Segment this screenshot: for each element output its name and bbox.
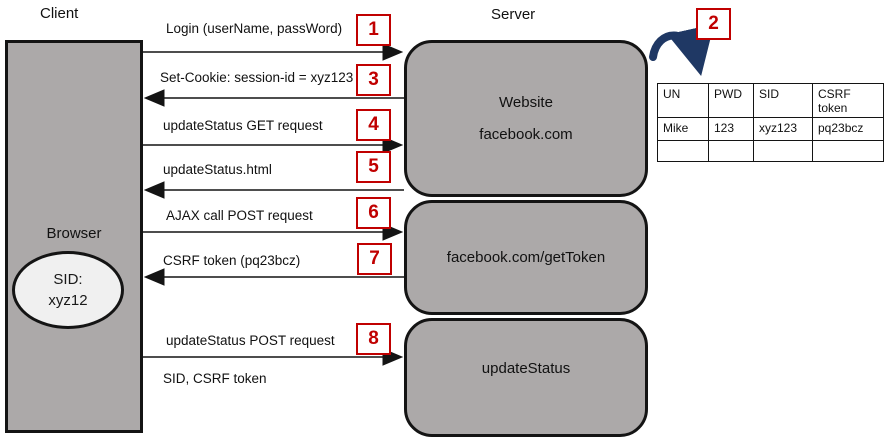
step-badge-2: 2 xyxy=(696,8,731,40)
cell-empty xyxy=(657,140,709,162)
message-label-post-request: updateStatus POST request xyxy=(166,333,335,348)
credentials-table: UN PWD SID CSRF token Mike 123 xyz123 pq… xyxy=(657,83,884,162)
website-box-domain: facebook.com xyxy=(479,125,573,143)
server-box-website: Website facebook.com xyxy=(404,40,648,197)
server-box-updatestatus: updateStatus xyxy=(404,318,648,437)
server-box-gettoken: facebook.com/getToken xyxy=(404,200,648,315)
cell-empty xyxy=(753,140,813,162)
table-row: Mike 123 xyz123 pq23bcz xyxy=(657,117,884,141)
client-title: Client xyxy=(40,5,79,22)
message-label-csrf-token: CSRF token (pq23bcz) xyxy=(163,253,301,268)
message-label-setcookie: Set-Cookie: session-id = xyz123 xyxy=(160,70,354,85)
cell-empty xyxy=(812,140,884,162)
step-badge-6: 6 xyxy=(356,197,391,229)
updatestatus-box-label: updateStatus xyxy=(481,360,571,377)
gettoken-box-label: facebook.com/getToken xyxy=(446,248,606,266)
cell-sid: xyz123 xyxy=(753,117,813,141)
header-csrf-token: CSRF token xyxy=(812,83,884,118)
step-badge-3: 3 xyxy=(356,64,391,96)
message-label-get-request: updateStatus GET request xyxy=(163,118,323,133)
website-box-title: Website xyxy=(499,94,553,111)
message-label-login: Login (userName, passWord) xyxy=(166,21,343,36)
step-badge-4: 4 xyxy=(356,109,391,141)
message-label-ajax-post: AJAX call POST request xyxy=(166,208,313,223)
header-un: UN xyxy=(657,83,709,118)
table-header-row: UN PWD SID CSRF token xyxy=(657,83,884,118)
step-badge-7: 7 xyxy=(357,243,392,275)
step-badge-5: 5 xyxy=(356,151,391,183)
server-title: Server xyxy=(491,6,536,23)
message-label-updatestatus-html: updateStatus.html xyxy=(163,162,272,177)
cell-pwd: 123 xyxy=(708,117,754,141)
cell-empty xyxy=(708,140,754,162)
step-badge-8: 8 xyxy=(356,323,391,355)
client-browser-box: Browser SID: xyz12 xyxy=(5,40,143,433)
sid-cookie-ellipse: SID: xyz12 xyxy=(12,251,124,329)
sid-label: SID: xyxy=(53,271,83,288)
store-credentials-curved-arrow-icon xyxy=(649,23,715,77)
table-row-empty xyxy=(657,140,884,162)
message-label-sid-csrf: SID, CSRF token xyxy=(163,371,267,386)
header-sid: SID xyxy=(753,83,813,118)
browser-label: Browser xyxy=(46,225,102,242)
sid-value: xyz12 xyxy=(48,292,88,309)
cell-un: Mike xyxy=(657,117,709,141)
header-pwd: PWD xyxy=(708,83,754,118)
cell-csrf: pq23bcz xyxy=(812,117,884,141)
step-badge-1: 1 xyxy=(356,14,391,46)
